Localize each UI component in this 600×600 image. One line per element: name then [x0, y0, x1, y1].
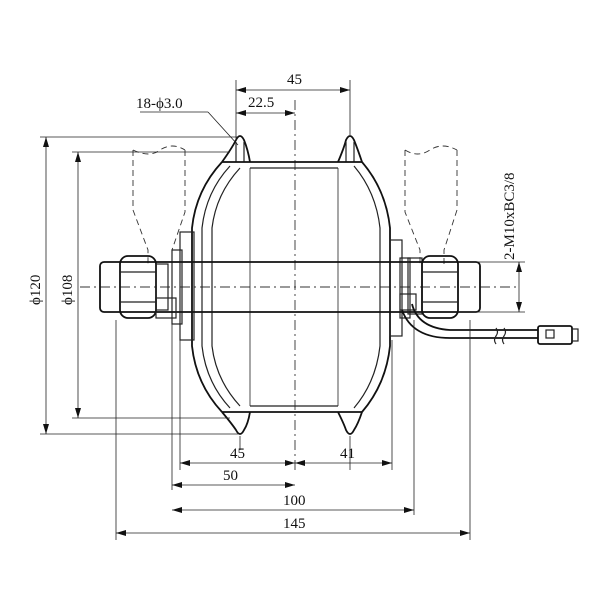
right-nut — [421, 255, 459, 319]
holes-callout: 18-ϕ3.0 — [136, 96, 239, 146]
dim-145: 145 — [116, 516, 470, 536]
dim-50-label: 50 — [223, 468, 238, 484]
dim-right-flange-41: 41 — [340, 446, 355, 462]
axle — [99, 255, 481, 319]
dim-left-45: 45 — [180, 446, 295, 466]
dim-holes: 18-ϕ3.0 — [136, 96, 183, 112]
right-fork-outline — [404, 145, 458, 265]
dim-inner-diameter: ϕ108 — [60, 151, 230, 419]
dim-top-22-5: 22.5 — [248, 95, 274, 111]
dim-145-label: 145 — [283, 516, 306, 532]
dim-outer-diameter: ϕ120 — [28, 136, 238, 435]
dim-phi-108: ϕ108 — [60, 275, 76, 305]
dim-left-flange-45: 45 — [230, 446, 245, 462]
dim-100-label: 100 — [283, 493, 306, 509]
top-dimension-22-5: 22.5 — [236, 95, 295, 116]
dim-right-41: 41 — [295, 446, 392, 466]
dim-phi-120: ϕ120 — [28, 275, 44, 305]
dim-thread-label: 2-M10xBC3/8 — [502, 172, 518, 260]
dim-top-45: 45 — [287, 72, 302, 88]
dim-100: 100 — [172, 493, 414, 513]
left-fork-outline — [132, 145, 186, 265]
cable-connector — [401, 303, 579, 345]
dim-50: 50 — [172, 468, 295, 488]
motor-body — [171, 135, 411, 435]
top-dimension-45: 45 — [235, 72, 351, 140]
dim-thread: 2-M10xBC3/8 — [458, 172, 525, 313]
